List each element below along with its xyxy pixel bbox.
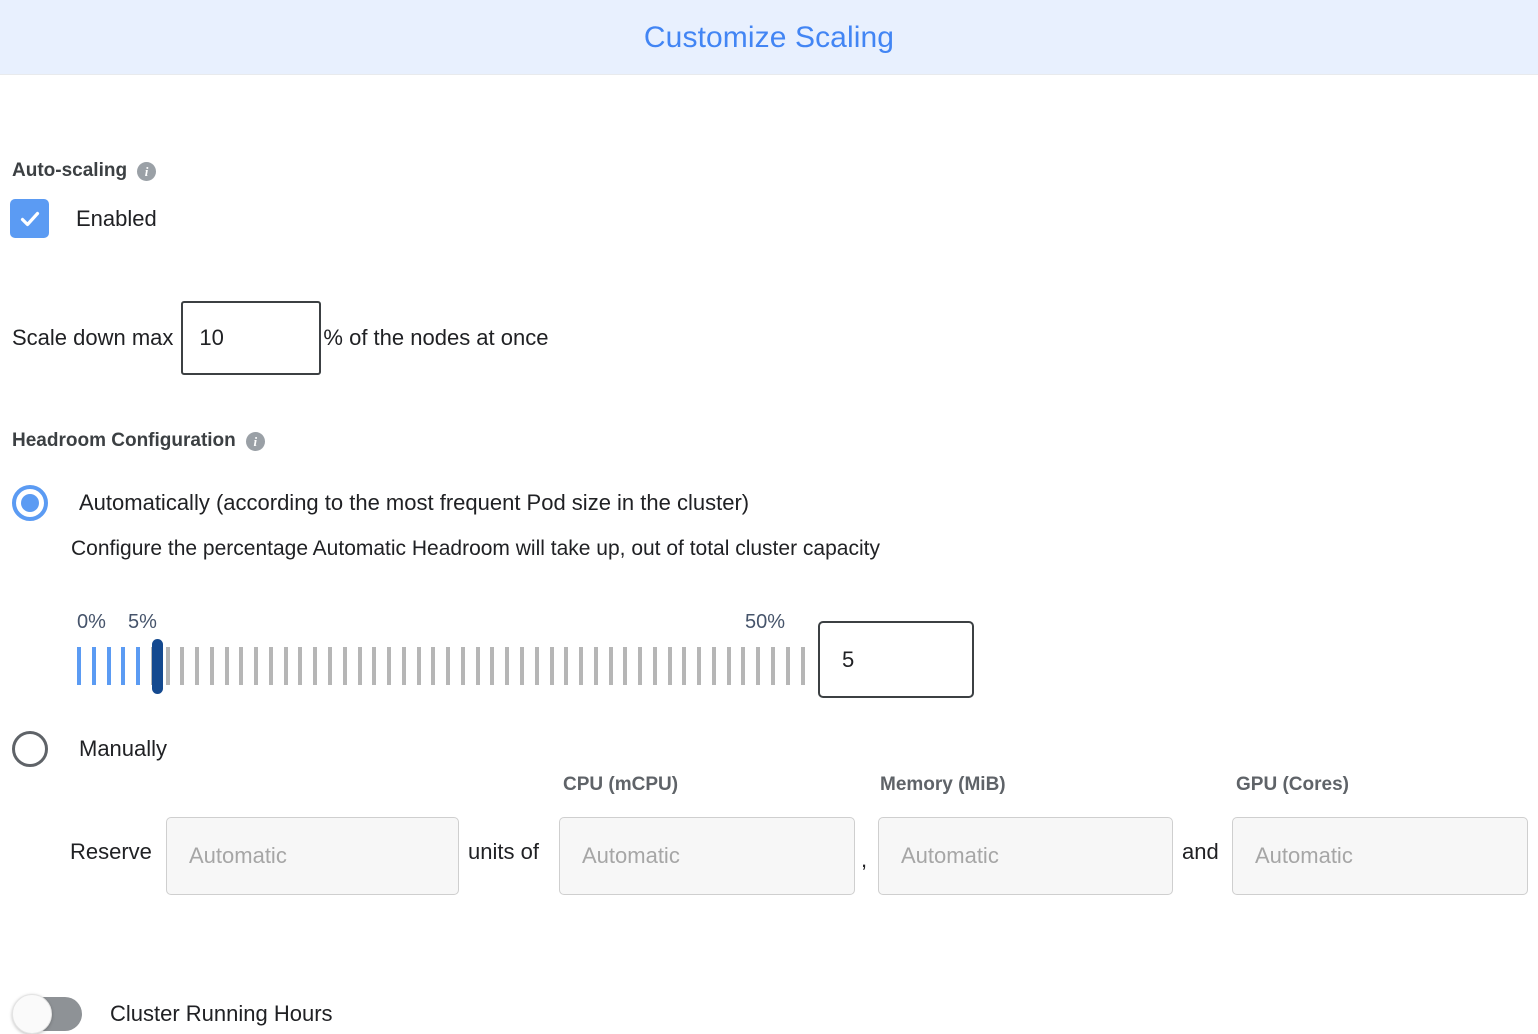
- slider-tick: [313, 647, 318, 685]
- radio-option-manually-label: Manually: [79, 736, 168, 761]
- slider-handle[interactable]: [151, 639, 163, 694]
- auto-scaling-heading-label: Auto-scaling: [12, 160, 128, 181]
- bottom-divider: [0, 74, 1538, 75]
- slider-max-label: 50%: [745, 611, 786, 633]
- reserve-row: Reserve units of , and: [70, 817, 1530, 895]
- slider-min-label: 0%: [77, 611, 106, 633]
- reserve-cpu-input[interactable]: [559, 817, 855, 895]
- slider-tick: [741, 647, 746, 685]
- slider-tick: [475, 647, 480, 685]
- slider-tick: [770, 647, 775, 685]
- dialog-header: Customize Scaling: [0, 0, 1538, 75]
- reserve-gpu-input[interactable]: [1232, 817, 1528, 895]
- slider-tick: [165, 647, 170, 685]
- slider-tick: [682, 647, 687, 685]
- scale-down-max-suffix: % of the nodes at once: [323, 325, 549, 350]
- slider-tick: [460, 647, 465, 685]
- and-label: and: [1182, 839, 1219, 864]
- slider-tick: [800, 647, 805, 685]
- slider-tick: [91, 647, 96, 685]
- slider-tick: [431, 647, 436, 685]
- slider-tick: [490, 647, 495, 685]
- column-header-memory: Memory (MiB): [880, 774, 1006, 795]
- slider-tick: [593, 647, 598, 685]
- slider-tick: [342, 647, 347, 685]
- slider-tick: [667, 647, 672, 685]
- slider-tick: [254, 647, 259, 685]
- radio-option-manually[interactable]: Manually: [12, 731, 167, 767]
- info-icon[interactable]: i: [245, 431, 265, 451]
- slider-tick: [505, 647, 510, 685]
- toggle-switch[interactable]: [12, 994, 82, 1034]
- slider-tick: [756, 647, 761, 685]
- column-header-cpu: CPU (mCPU): [563, 774, 679, 795]
- column-header-gpu: GPU (Cores): [1236, 774, 1349, 795]
- slider-tick: [579, 647, 584, 685]
- slider-tick: [283, 647, 288, 685]
- slider-tick: [239, 647, 244, 685]
- slider-tick: [785, 647, 790, 685]
- slider-tick: [401, 647, 406, 685]
- toggle-knob: [12, 994, 52, 1034]
- slider-tick: [519, 647, 524, 685]
- checkbox-icon[interactable]: [10, 199, 49, 238]
- radio-option-automatically-label: Automatically (according to the most fre…: [79, 490, 750, 515]
- slider-tick: [726, 647, 731, 685]
- reserve-memory-input[interactable]: [878, 817, 1173, 895]
- slider-tick: [180, 647, 185, 685]
- scale-down-max-input[interactable]: [181, 301, 322, 375]
- slider-tick: [328, 647, 333, 685]
- reserve-label: Reserve: [70, 839, 152, 864]
- slider-tick: [121, 647, 126, 685]
- slider-tick: [387, 647, 392, 685]
- headroom-configuration-heading-label: Headroom Configuration: [12, 430, 236, 451]
- slider-tick: [195, 647, 200, 685]
- radio-option-automatically[interactable]: Automatically (according to the most fre…: [12, 485, 749, 521]
- slider-tick: [697, 647, 702, 685]
- units-of-label: units of: [468, 839, 539, 864]
- slider-tick: [268, 647, 273, 685]
- slider-labels: 0% 5% 50%: [77, 611, 805, 639]
- slider-tick: [298, 647, 303, 685]
- auto-scaling-enabled-label: Enabled: [76, 205, 157, 231]
- auto-scaling-enabled-row[interactable]: Enabled: [10, 199, 157, 238]
- slider-tick: [564, 647, 569, 685]
- slider-tick: [534, 647, 539, 685]
- slider-tick: [623, 647, 628, 685]
- headroom-percentage-input[interactable]: [818, 621, 974, 698]
- headroom-configuration-heading: Headroom Configuration i: [12, 430, 265, 452]
- slider-current-label: 5%: [128, 611, 157, 633]
- slider-tick: [416, 647, 421, 685]
- slider-tick: [711, 647, 716, 685]
- slider-tick: [209, 647, 214, 685]
- slider-tick: [549, 647, 554, 685]
- slider-tick: [446, 647, 451, 685]
- cluster-running-hours-label: Cluster Running Hours: [110, 1001, 333, 1026]
- page-title: Customize Scaling: [643, 20, 895, 54]
- radio-selected-icon[interactable]: [12, 485, 48, 521]
- slider-tick: [372, 647, 377, 685]
- comma-separator: ,: [861, 847, 868, 872]
- slider-tick: [652, 647, 657, 685]
- radio-unselected-icon[interactable]: [12, 731, 48, 767]
- slider-tick: [638, 647, 643, 685]
- slider-tick: [106, 647, 111, 685]
- slider-tick: [136, 647, 141, 685]
- scale-down-max-label: Scale down max: [12, 325, 174, 350]
- slider-tick: [357, 647, 362, 685]
- slider-track[interactable]: [77, 647, 805, 685]
- slider-tick: [77, 647, 81, 685]
- headroom-percentage-slider[interactable]: 0% 5% 50%: [77, 611, 805, 701]
- cluster-running-hours-row[interactable]: Cluster Running Hours: [12, 994, 333, 1034]
- reserve-units-input[interactable]: [166, 817, 459, 895]
- auto-scaling-heading: Auto-scaling i: [12, 160, 157, 182]
- scale-down-max-row: Scale down max % of the nodes at once: [12, 301, 548, 375]
- info-icon[interactable]: i: [137, 161, 157, 181]
- slider-tick: [224, 647, 229, 685]
- slider-tick: [608, 647, 613, 685]
- headroom-description: Configure the percentage Automatic Headr…: [71, 537, 880, 560]
